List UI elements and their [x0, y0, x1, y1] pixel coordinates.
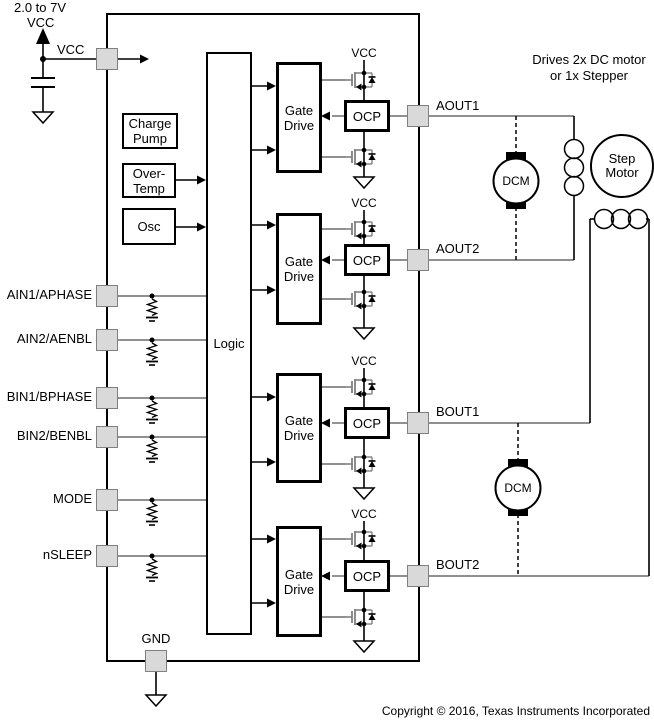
ocp-feedback-arrow	[321, 111, 330, 121]
gate-drive-block-a1: Gate Drive	[276, 62, 322, 173]
nmos-icon	[345, 218, 377, 241]
charge-pump-block: Charge Pump	[122, 113, 178, 149]
pulldown-resistor-icon	[145, 336, 159, 366]
supply-range-label: 2.0 to 7V	[14, 0, 67, 15]
pin-aout2	[407, 249, 429, 271]
gate-drive-block-a2: Gate Drive	[276, 213, 322, 325]
vcc-net-label: VCC	[351, 46, 377, 60]
dc-motor-icon	[494, 423, 542, 576]
ground-icon	[353, 487, 375, 500]
drives-annotation: Drives 2x DC motor or 1x Stepper	[532, 52, 646, 83]
over-temp-block: Over- Temp	[122, 163, 176, 198]
stepper-winding-b-icon	[589, 208, 650, 576]
pin-aout1	[407, 105, 429, 127]
pin-label-bout1: BOUT1	[436, 404, 480, 419]
half-bridge-a1	[321, 60, 407, 189]
output-wiring	[429, 115, 654, 577]
pin-label-ain2: AIN2/AENBL	[16, 331, 92, 346]
step-motor-label: Step Motor	[605, 151, 639, 180]
pin-label-gnd: GND	[141, 631, 171, 646]
vcc-supply-label: VCC	[27, 15, 55, 30]
pin-bin2	[96, 426, 118, 448]
ocp-feedback-arrow	[321, 571, 330, 581]
osc-block: Osc	[122, 208, 176, 245]
logic-block: Logic	[206, 52, 252, 635]
pin-mode	[96, 489, 118, 511]
dc-motor-label: DCM	[504, 481, 532, 495]
gnd-pin-ground	[144, 672, 168, 708]
pin-ain2	[96, 329, 118, 351]
pin-label-bin2: BIN2/BENBL	[16, 428, 92, 443]
step-motor-icon	[590, 134, 654, 198]
pin-label-nsleep: nSLEEP	[42, 547, 92, 562]
pulldown-resistor-icon	[145, 433, 159, 463]
dc-motor-label: DCM	[502, 174, 530, 188]
ground-icon	[31, 111, 55, 125]
ocp-block-a1: OCP	[344, 100, 390, 132]
ocp-feedback-arrow	[321, 255, 330, 265]
nmos-icon	[345, 69, 377, 92]
pin-label-bin1: BIN1/BPHASE	[6, 389, 92, 404]
input-nets	[118, 292, 206, 582]
ground-icon	[144, 694, 168, 708]
pin-bout1	[407, 412, 429, 434]
half-bridge-b2	[321, 521, 407, 653]
ocp-block-b2: OCP	[344, 560, 390, 592]
pulldown-resistor-icon	[145, 394, 159, 424]
nmos-icon	[345, 453, 377, 476]
pin-label-mode: MODE	[53, 491, 92, 506]
pulldown-resistor-icon	[145, 292, 159, 322]
stepper-winding-a-icon	[563, 116, 585, 260]
pin-label-bout2: BOUT2	[436, 557, 480, 572]
ground-icon	[353, 176, 375, 189]
vcc-net-label: VCC	[351, 507, 377, 521]
pin-nsleep	[96, 545, 118, 567]
vcc-pin-arrow	[118, 54, 149, 64]
ocp-block-a2: OCP	[344, 244, 390, 276]
nmos-icon	[345, 288, 377, 311]
half-bridge-b1	[321, 368, 407, 500]
logic-to-gatedrive-arrows	[251, 81, 276, 608]
nmos-icon	[345, 606, 377, 629]
vcc-arrow-up-icon	[36, 28, 50, 44]
gate-drive-block-b1: Gate Drive	[276, 373, 322, 483]
capacitor-icon	[31, 59, 55, 112]
gate-drive-block-b2: Gate Drive	[276, 526, 322, 637]
pin-ain1	[96, 285, 118, 307]
vcc-net-label: VCC	[351, 354, 377, 368]
ocp-feedback-arrow	[321, 418, 330, 428]
pin-gnd	[145, 650, 167, 672]
ground-icon	[353, 327, 375, 340]
pulldown-resistor-icon	[145, 496, 159, 526]
nmos-icon	[345, 146, 377, 169]
nmos-icon	[345, 376, 377, 399]
vcc-net-label: VCC	[351, 196, 377, 210]
pin-label-aout1: AOUT1	[436, 98, 480, 113]
osc-to-logic-arrow	[176, 222, 206, 232]
vcc-supply-symbol	[31, 28, 96, 125]
half-bridge-a2	[321, 210, 407, 340]
copyright-text: Copyright © 2016, Texas Instruments Inco…	[381, 704, 650, 718]
nmos-icon	[345, 528, 377, 551]
ocp-block-b1: OCP	[344, 407, 390, 439]
overtemp-to-logic-arrow	[176, 175, 206, 185]
ground-icon	[353, 640, 375, 653]
pin-label-vcc: VCC	[57, 42, 85, 57]
pulldown-resistor-icon	[145, 552, 159, 582]
dc-motor-icon	[492, 116, 540, 260]
pin-label-ain1: AIN1/APHASE	[6, 287, 92, 302]
pin-bout2	[407, 565, 429, 587]
pin-label-aout2: AOUT2	[436, 241, 480, 256]
pin-bin1	[96, 387, 118, 409]
pin-vcc	[96, 48, 118, 70]
